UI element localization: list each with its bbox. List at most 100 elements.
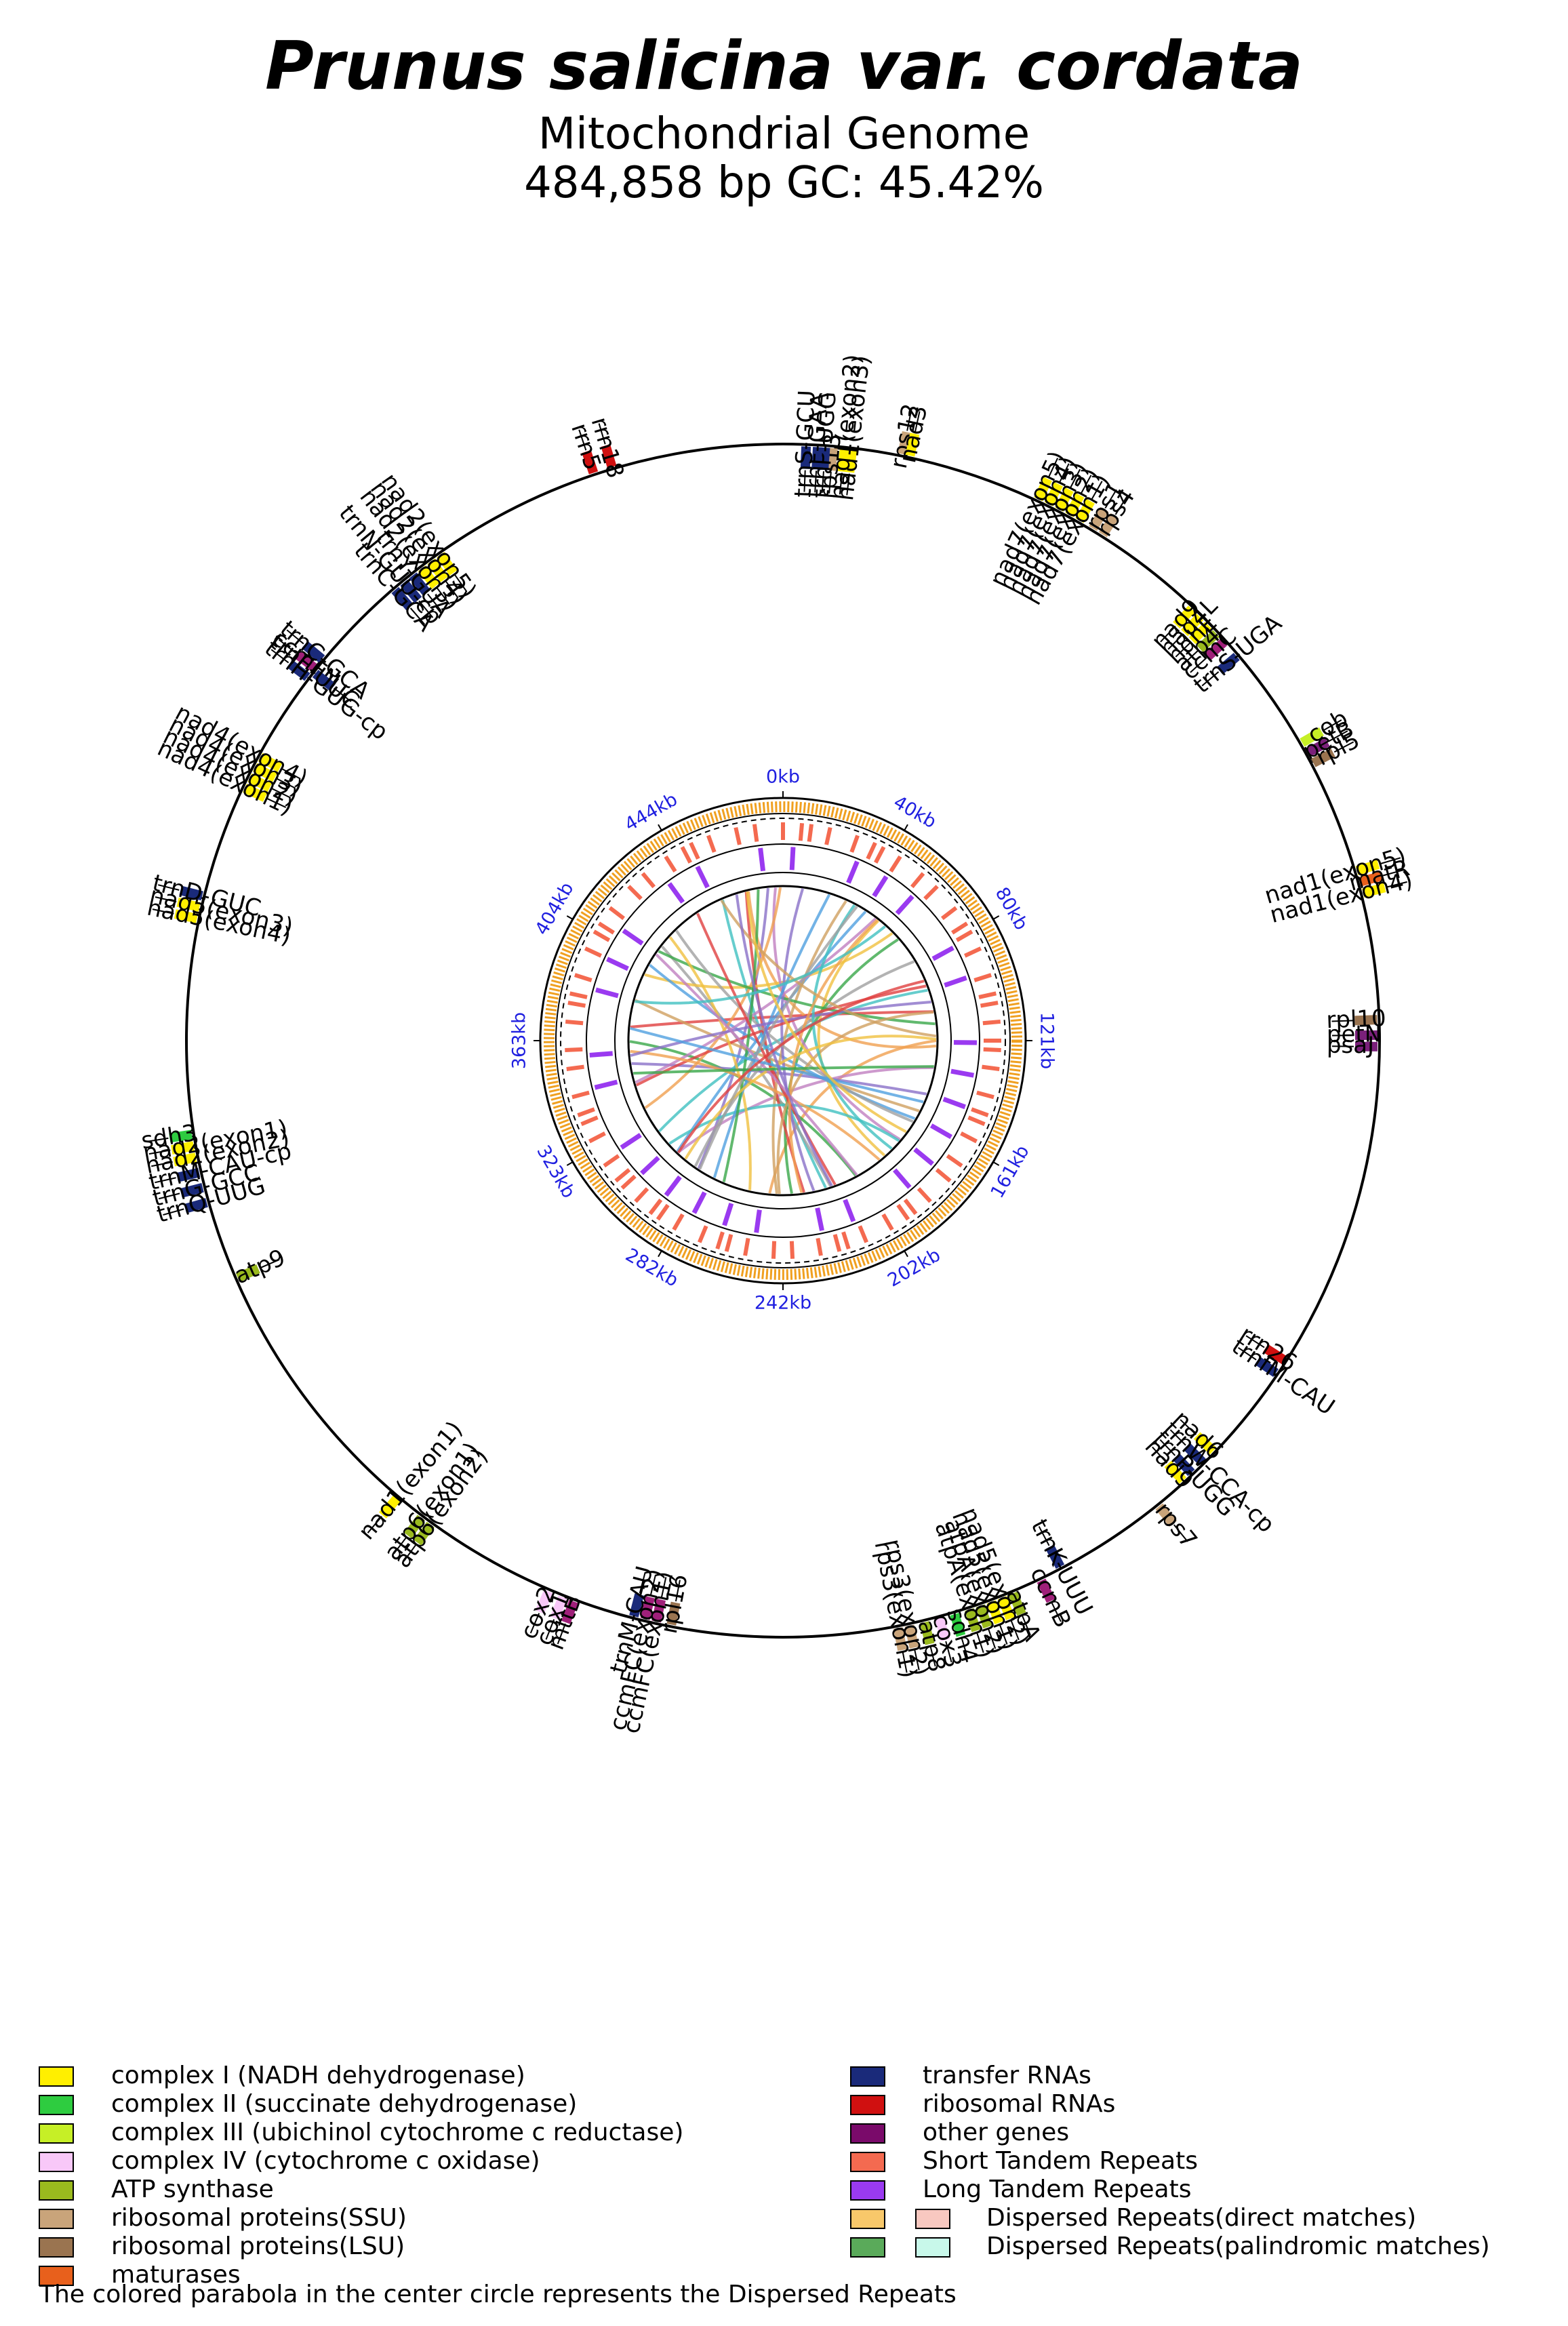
circular-genome-map: nad1(exon3)nad1(exon2)rps13trnP-UGGtrnF-…: [139, 353, 1415, 1736]
legend-label: complex II (succinate dehydrogenase): [111, 2090, 577, 2118]
gene-label: rpl10: [1326, 1005, 1387, 1034]
short-tandem-repeat: [946, 1154, 963, 1168]
gene-leader: [1058, 463, 1070, 483]
gene-block: [1300, 727, 1324, 747]
gene-block: [837, 448, 849, 473]
genome-stats: 484,858 bp GC: 45.42%: [524, 158, 1044, 208]
gene-label: psaJ: [1327, 1032, 1375, 1060]
short-tandem-repeat: [608, 906, 625, 921]
dispersed-repeat-arcs: [565, 822, 1001, 1259]
dispersed-repeat-arc: [776, 1011, 934, 1195]
short-tandem-repeat: [910, 872, 925, 889]
short-tandem-repeat: [816, 1237, 823, 1256]
long-tandem-repeat: [929, 1123, 952, 1140]
gene-leader: [961, 1637, 969, 1658]
gene-block: [905, 433, 920, 457]
gene-block: [1164, 1460, 1187, 1484]
short-tandem-repeat: [849, 835, 860, 853]
gene-leader: [435, 586, 450, 605]
gene-block: [171, 1141, 195, 1155]
dispersed-repeat-arc: [644, 887, 782, 1109]
kb-tick: [566, 915, 574, 920]
short-tandem-repeat: [955, 929, 973, 942]
dispersed-repeat-arc: [635, 917, 877, 1084]
gene-block: [258, 753, 283, 772]
kb-tick-label: 282kb: [622, 1245, 682, 1291]
gene-block: [1362, 883, 1386, 898]
gene-leader: [649, 1574, 657, 1597]
gene-trns-gcu: trnS-GCU: [790, 390, 821, 498]
legend-swatch: [39, 2180, 74, 2201]
gene-leader: [151, 1161, 173, 1167]
long-tandem-repeat: [950, 1068, 975, 1078]
kb-tick-label: 242kb: [755, 1293, 811, 1314]
legend: complex I (NADH dehydrogenase)complex II…: [39, 2062, 1490, 2308]
ring-gc-band: [544, 801, 1022, 1280]
long-tandem-repeat: [893, 1168, 912, 1189]
gene-block: [845, 449, 858, 473]
gene-block: [1055, 487, 1074, 512]
gene-block: [1098, 513, 1119, 538]
legend-label: complex I (NADH dehydrogenase): [111, 2062, 525, 2089]
gene-leader: [906, 409, 912, 431]
gene-block: [920, 1621, 935, 1645]
short-tandem-repeat: [715, 1231, 725, 1249]
gene-block: [400, 579, 422, 603]
short-tandem-repeat: [832, 1234, 842, 1252]
dispersed-repeat-arc: [668, 1103, 900, 1145]
kb-tick-label: 202kb: [884, 1245, 944, 1291]
gene-block: [176, 1167, 201, 1182]
gene-leader: [914, 411, 921, 433]
kb-tick: [658, 1250, 662, 1258]
kb-tick: [658, 824, 662, 831]
gene-leader: [578, 429, 587, 451]
gene-block: [640, 1596, 655, 1620]
legend-swatch: [850, 2066, 885, 2087]
short-tandem-repeat: [698, 1225, 708, 1243]
gene-leader: [545, 1619, 555, 1640]
dispersed-repeat-arc: [635, 925, 886, 1005]
short-tandem-repeat: [752, 824, 759, 842]
kb-tick-label: 363kb: [509, 1012, 530, 1069]
short-tandem-repeat: [634, 1187, 649, 1203]
dispersed-repeat-arc: [633, 1065, 934, 1075]
gene-leader: [828, 471, 832, 494]
gene-block: [312, 669, 336, 691]
legend-item: transfer RNAs: [850, 2062, 1091, 2089]
gene-block: [1045, 1544, 1065, 1569]
legend-item: complex III (ubichinol cytochrome c redu…: [39, 2119, 683, 2146]
legend-item: complex I (NADH dehydrogenase): [39, 2062, 525, 2089]
long-tandem-repeat: [589, 1051, 613, 1058]
gene-leader: [902, 1651, 908, 1673]
gene-leader: [1160, 625, 1176, 643]
gene-leader: [1331, 1020, 1354, 1022]
gene-block: [1037, 1578, 1056, 1603]
legend-label: Long Tandem Repeats: [923, 2175, 1191, 2203]
short-tandem-repeat: [917, 1187, 932, 1203]
long-tandem-repeat: [594, 1079, 618, 1090]
gene-leader: [846, 473, 850, 496]
legend-left-column: complex I (NADH dehydrogenase)complex II…: [39, 2062, 683, 2289]
gene-block: [243, 784, 267, 802]
short-tandem-repeat: [841, 1231, 851, 1249]
legend-swatch: [850, 2152, 885, 2172]
gene-block: [976, 1604, 992, 1629]
short-tandem-repeat: [982, 1064, 1000, 1072]
gene-leader: [158, 1192, 180, 1200]
legend-item: ATP synthase: [39, 2175, 274, 2203]
long-tandem-repeat: [846, 860, 860, 884]
genome-circle: [185, 443, 1381, 1639]
gene-leader: [427, 593, 442, 611]
gene-leader: [418, 600, 434, 618]
gene-block: [1204, 638, 1228, 661]
gene-leader: [155, 1177, 176, 1184]
short-tandem-repeat: [807, 824, 814, 842]
gene-block: [176, 897, 201, 912]
gene-block: [893, 1627, 907, 1651]
gene-leader: [1322, 719, 1342, 731]
gene-leader: [1245, 1335, 1265, 1348]
gene-block: [173, 1152, 197, 1167]
long-tandem-repeat: [595, 987, 619, 999]
gene-leader: [1114, 496, 1128, 515]
legend-label: ATP synthase: [111, 2175, 274, 2203]
